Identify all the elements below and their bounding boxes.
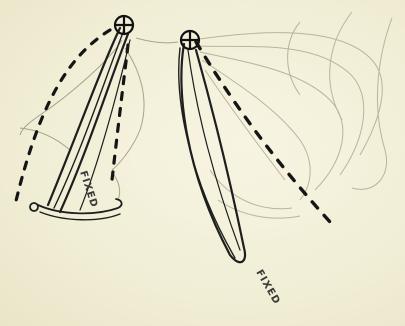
right-pivot-icon xyxy=(181,31,199,49)
dashed-outline-right-side xyxy=(112,45,128,180)
base-pivot-icon xyxy=(30,203,38,211)
faint-swing-arcs xyxy=(192,12,392,218)
left-fixed-label: FIXED xyxy=(77,170,99,210)
faint-arc xyxy=(218,200,300,218)
right-fixed-label: FIXED xyxy=(253,268,282,307)
left-base-link xyxy=(30,199,122,220)
left-dashed-swing-outline xyxy=(15,30,128,205)
faint-connecting-line xyxy=(136,38,178,43)
faint-arc xyxy=(352,18,392,189)
faint-arc xyxy=(20,128,70,150)
left-pivot-icon xyxy=(115,16,133,34)
dashed-outline-left-side xyxy=(15,30,110,205)
right-arm xyxy=(179,44,245,262)
faint-arc xyxy=(20,40,122,135)
right-arm-stroke xyxy=(179,48,235,258)
faint-arc xyxy=(192,33,382,155)
